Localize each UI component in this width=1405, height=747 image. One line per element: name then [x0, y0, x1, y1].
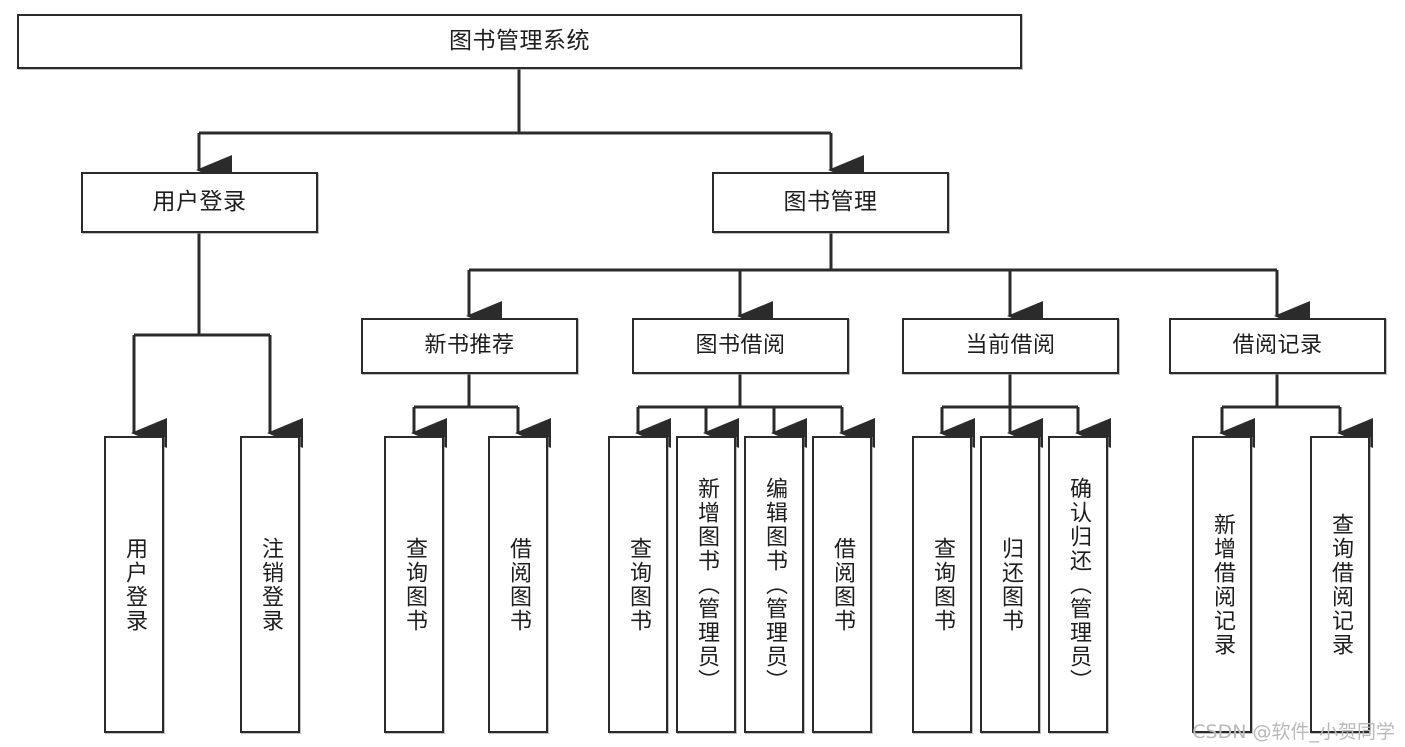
node-label: 查询图书	[402, 536, 427, 633]
node-leaf-query-borrow-record[interactable]: 查询借阅记录	[1310, 436, 1370, 733]
node-leaf-borrow-book-recommend[interactable]: 借阅图书	[488, 436, 548, 733]
node-leaf-borrow-book[interactable]: 借阅图书	[812, 436, 872, 733]
node-current-borrow[interactable]: 当前借阅	[902, 318, 1119, 374]
node-label: 当前借阅	[965, 332, 1056, 358]
node-label: 借阅记录	[1232, 332, 1323, 358]
node-root-book-management-system[interactable]: 图书管理系统	[17, 14, 1022, 69]
csdn-watermark: CSDN @软件_小贺同学	[1192, 721, 1395, 743]
node-borrow-record[interactable]: 借阅记录	[1169, 318, 1386, 374]
node-leaf-query-book-recommend[interactable]: 查询图书	[384, 436, 444, 733]
node-label: 查询图书	[930, 536, 955, 633]
node-leaf-user-login[interactable]: 用户登录	[104, 436, 164, 733]
node-label: 借阅图书	[506, 536, 531, 633]
node-label: 图书管理系统	[449, 27, 590, 54]
node-label: 借阅图书	[830, 536, 855, 633]
node-label: 用户登录	[152, 188, 247, 215]
node-label: 新书推荐	[424, 332, 515, 358]
node-label: 图书借阅	[695, 332, 786, 358]
node-new-book-recommend[interactable]: 新书推荐	[361, 318, 578, 374]
node-label: 新增图书（管理员）	[694, 476, 719, 693]
node-label: 注销登录	[258, 536, 283, 633]
node-label: 图书管理	[783, 188, 878, 215]
node-label: 查询借阅记录	[1328, 512, 1353, 657]
node-label: 查询图书	[626, 536, 651, 633]
node-leaf-query-book-current[interactable]: 查询图书	[912, 436, 972, 733]
node-leaf-query-book-borrow[interactable]: 查询图书	[608, 436, 668, 733]
node-label: 用户登录	[122, 536, 147, 633]
node-leaf-add-borrow-record[interactable]: 新增借阅记录	[1192, 436, 1252, 733]
node-book-borrow[interactable]: 图书借阅	[632, 318, 849, 374]
node-leaf-confirm-return[interactable]: 确认归还（管理员）	[1048, 436, 1108, 733]
node-leaf-logout-login[interactable]: 注销登录	[240, 436, 300, 733]
node-user-login[interactable]: 用户登录	[81, 172, 318, 233]
node-leaf-add-book[interactable]: 新增图书（管理员）	[676, 436, 736, 733]
node-leaf-edit-book[interactable]: 编辑图书（管理员）	[744, 436, 804, 733]
node-label: 确认归还（管理员）	[1066, 476, 1091, 693]
node-book-management[interactable]: 图书管理	[712, 172, 949, 233]
node-label: 新增借阅记录	[1210, 512, 1235, 657]
node-label: 归还图书	[998, 536, 1023, 633]
node-label: 编辑图书（管理员）	[762, 476, 787, 693]
node-leaf-return-book[interactable]: 归还图书	[980, 436, 1040, 733]
